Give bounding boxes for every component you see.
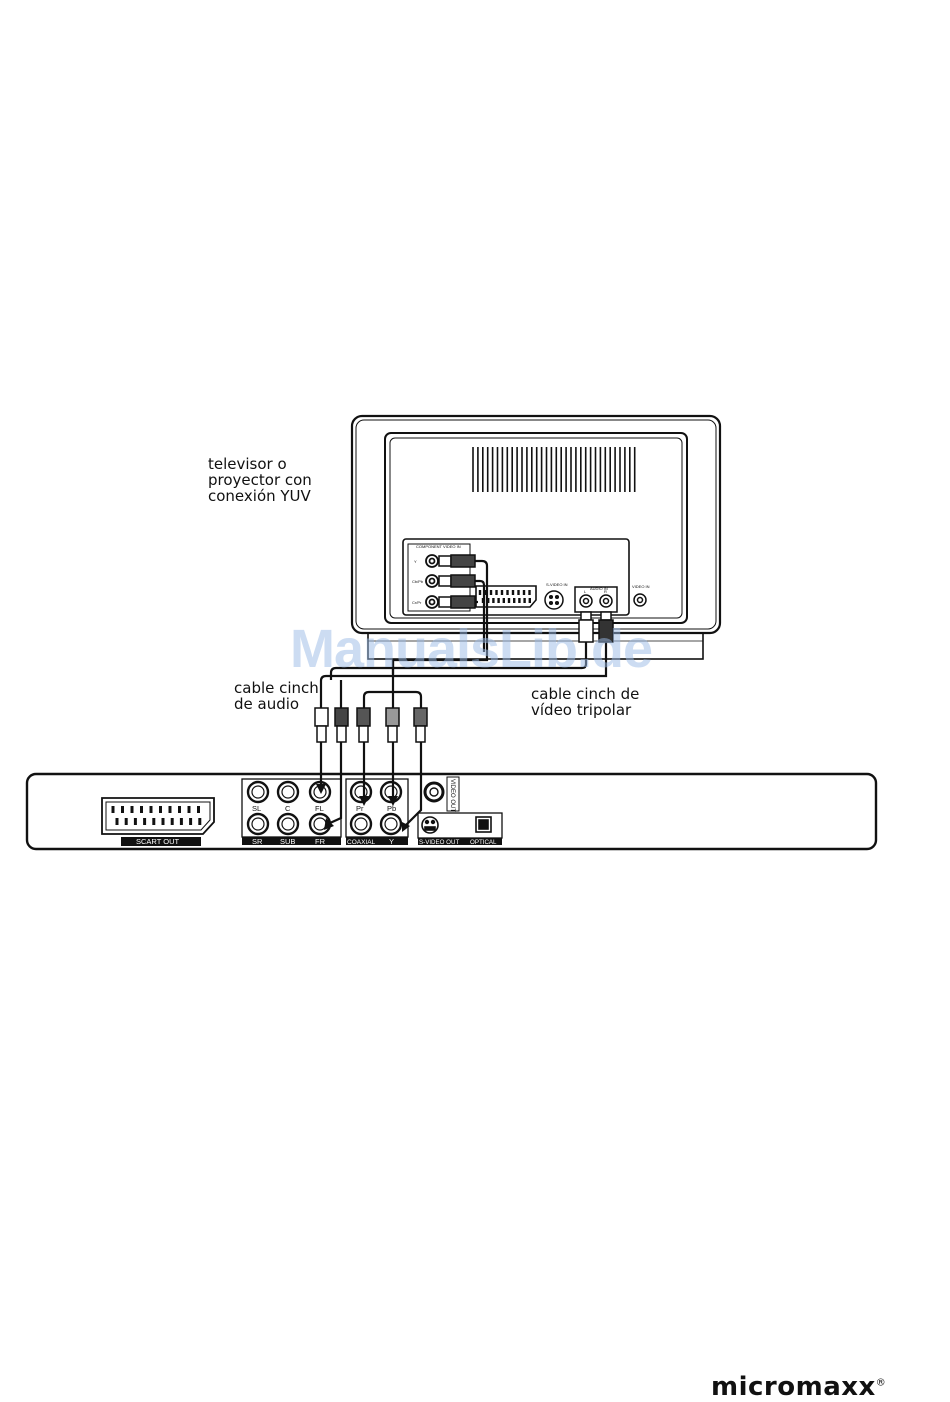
tv-video-in <box>634 594 646 606</box>
label-fl: FL <box>315 804 324 813</box>
rca-jack <box>278 814 298 834</box>
rca-jack-inner <box>282 786 294 798</box>
watermark: ManualsLib.de <box>290 618 652 680</box>
rca-jack-inner <box>252 818 264 830</box>
video-cable-label: cable cinch de vídeo tripolar <box>531 686 639 718</box>
label-scart-out: SCART OUT <box>136 837 179 846</box>
tv-audio-r-label: R <box>604 589 607 594</box>
tv-component-jacks <box>426 555 438 608</box>
player-scart-connector <box>102 798 214 834</box>
rca-jack-inner <box>385 818 397 830</box>
player-optical-jack <box>476 817 491 832</box>
audio-cable-label: cable cinch de audio <box>234 680 319 712</box>
brand-mark: ® <box>876 1377 887 1388</box>
rca-jack <box>248 782 268 802</box>
tv-panel-labels: COMPONENT VIDEO IN Y Cb/Pb Cr/Pr S-VIDEO… <box>412 544 650 605</box>
cinch-plugs <box>315 708 427 742</box>
rca-jack <box>278 782 298 802</box>
label-coaxial: COAXIAL <box>347 839 376 846</box>
player-jacks <box>248 782 401 834</box>
vent-slots <box>473 447 635 492</box>
label-sr: SR <box>252 837 263 846</box>
tv-component-plugs <box>439 555 475 608</box>
rca-jack-inner <box>314 818 326 830</box>
rca-jack-inner <box>355 818 367 830</box>
label-y: Y <box>389 837 394 846</box>
tv-video-in-label: VIDEO IN <box>632 584 650 589</box>
tv-description-label: televisor o proyector con conexión YUV <box>208 456 312 504</box>
label-svideo-out: S-VIDEO OUT <box>419 839 459 846</box>
label-fr: FR <box>315 837 326 846</box>
tv-component-title: COMPONENT VIDEO IN <box>416 544 461 549</box>
tv-svideo-jack <box>545 591 563 609</box>
rca-jack <box>248 814 268 834</box>
player-svideo-jack <box>422 817 438 833</box>
vent-grille <box>471 446 637 493</box>
label-sub: SUB <box>280 837 295 846</box>
label-optical: OPTICAL <box>470 839 497 846</box>
tv-svideo-label: S-VIDEO IN <box>546 582 568 587</box>
tv-audio-l-label: L <box>584 589 587 594</box>
label-pr: Pr <box>356 804 364 813</box>
rca-jack <box>381 814 401 834</box>
label-c: C <box>285 804 291 813</box>
rca-jack-inner <box>252 786 264 798</box>
label-sl: SL <box>252 804 261 813</box>
rca-jack <box>351 814 371 834</box>
label-video-out: VIDEO OUT <box>449 779 455 812</box>
tv-jack-cr-label: Cr/Pr <box>412 600 422 605</box>
tv-jack-cb-label: Cb/Pb <box>412 579 424 584</box>
label-pb: Pb <box>387 804 396 813</box>
rca-jack-inner <box>282 818 294 830</box>
tv-jack-y-label: Y <box>414 559 417 564</box>
